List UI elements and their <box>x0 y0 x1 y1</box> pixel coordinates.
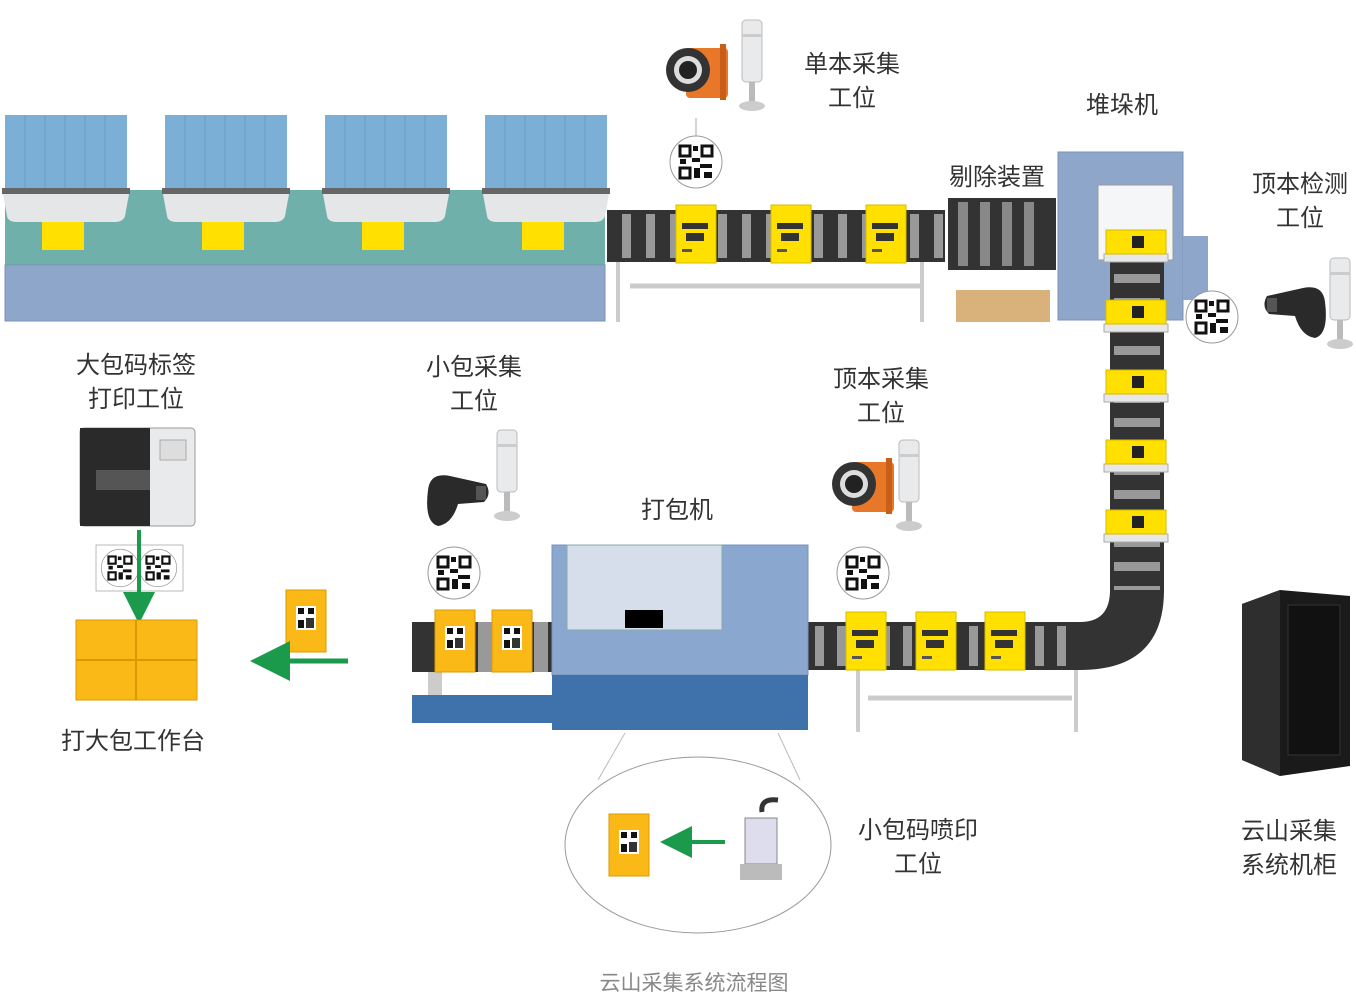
conveyor-slat <box>1114 418 1160 427</box>
reject-device <box>948 198 1056 322</box>
book-spacer <box>1103 393 1169 403</box>
inkjet-detail <box>564 756 832 934</box>
feeder-tray <box>163 194 289 222</box>
book <box>845 611 887 671</box>
hopper <box>165 115 287 189</box>
book-print <box>1132 376 1144 388</box>
conveyor-slat <box>903 626 912 666</box>
conveyor-slat <box>1035 626 1044 666</box>
book <box>42 222 84 250</box>
conveyor-slat <box>969 626 978 666</box>
small-pack <box>434 609 476 673</box>
diagram-caption: 云山采集系统流程图 <box>600 971 789 995</box>
book <box>1105 299 1167 325</box>
conveyor-slat <box>742 214 751 258</box>
book <box>202 222 244 250</box>
conveyor-slat <box>838 214 847 258</box>
conveyor-slat <box>718 214 727 258</box>
conveyor-slat <box>814 214 823 258</box>
small-pack <box>285 589 327 653</box>
feeder-tray <box>3 194 129 222</box>
barcode-scanner-icon <box>1264 287 1326 338</box>
conveyor-slat <box>1114 562 1160 571</box>
qr-code-icon <box>668 134 724 190</box>
hopper <box>325 115 447 189</box>
big-pack-boxes <box>75 619 198 701</box>
conveyor-slat <box>934 214 943 258</box>
conveyor-slat <box>1114 274 1160 283</box>
conveyor-slat <box>837 626 846 666</box>
book-print <box>1132 306 1144 318</box>
light-tower-icon <box>493 429 521 522</box>
return-conveyor <box>808 229 1169 732</box>
industrial-camera-icon <box>832 458 894 514</box>
label-big-pack-bench: 打大包工作台 <box>61 727 205 755</box>
book-print <box>1132 236 1144 248</box>
qr-code-icon <box>1184 289 1240 345</box>
label-reject-device: 剔除装置 <box>949 163 1045 191</box>
small-pack <box>491 609 533 673</box>
book-print <box>1132 516 1144 528</box>
light-tower-icon <box>738 19 766 112</box>
conveyor-slat <box>670 214 679 258</box>
barcode-scanner-icon <box>427 475 489 526</box>
label-packer: 打包机 <box>641 496 713 524</box>
label-cabinet: 云山采集系统机柜 <box>1241 817 1337 879</box>
server-cabinet-icon <box>1242 590 1350 776</box>
label-small-pack-capture: 小包采集工位 <box>426 353 522 415</box>
feeder-tray <box>323 194 449 222</box>
label-printer-icon <box>79 427 196 527</box>
industrial-camera-icon <box>666 44 728 100</box>
light-tower-icon <box>895 439 923 532</box>
conveyor-slat <box>1114 490 1160 499</box>
hopper-rail <box>162 188 290 194</box>
hopper-rail <box>322 188 450 194</box>
label-big-label-print: 大包码标签打印工位 <box>76 351 196 413</box>
feeder-tray <box>483 194 609 222</box>
conveyor-slat <box>646 214 655 258</box>
conveyor-slat <box>622 214 631 258</box>
conveyor-slat <box>1114 346 1160 355</box>
book-spacer <box>1103 533 1169 543</box>
book <box>362 222 404 250</box>
book-print <box>1132 446 1144 458</box>
label-top-inspect: 顶本检测工位 <box>1252 170 1348 232</box>
qr-code-icon <box>835 545 891 601</box>
hopper-rail <box>2 188 130 194</box>
light-tower-icon <box>1326 257 1354 350</box>
book <box>915 611 957 671</box>
label-stacker: 堆垛机 <box>1086 91 1158 119</box>
conveyor-slat <box>1057 626 1066 666</box>
hopper <box>5 115 127 189</box>
small-pack <box>608 813 650 877</box>
book-spacer <box>1103 253 1169 263</box>
book-spacer <box>1103 323 1169 333</box>
conveyor-slat <box>910 214 919 258</box>
label-single-capture: 单本采集工位 <box>804 50 900 112</box>
inkjet-printer-icon <box>740 797 782 880</box>
label-small-code-print: 小包码喷印工位 <box>858 816 978 878</box>
top-conveyor <box>607 204 945 322</box>
book <box>865 204 907 264</box>
collating-machine <box>2 115 610 322</box>
book <box>675 204 717 264</box>
hopper-rail <box>482 188 610 194</box>
label-top-capture: 顶本采集工位 <box>833 365 929 427</box>
book <box>984 611 1026 671</box>
book-spacer <box>1103 463 1169 473</box>
hopper <box>485 115 607 189</box>
book <box>770 204 812 264</box>
qr-code-icon <box>426 545 482 601</box>
book <box>522 222 564 250</box>
packer-machine <box>412 544 809 781</box>
conveyor-slat <box>815 626 824 666</box>
